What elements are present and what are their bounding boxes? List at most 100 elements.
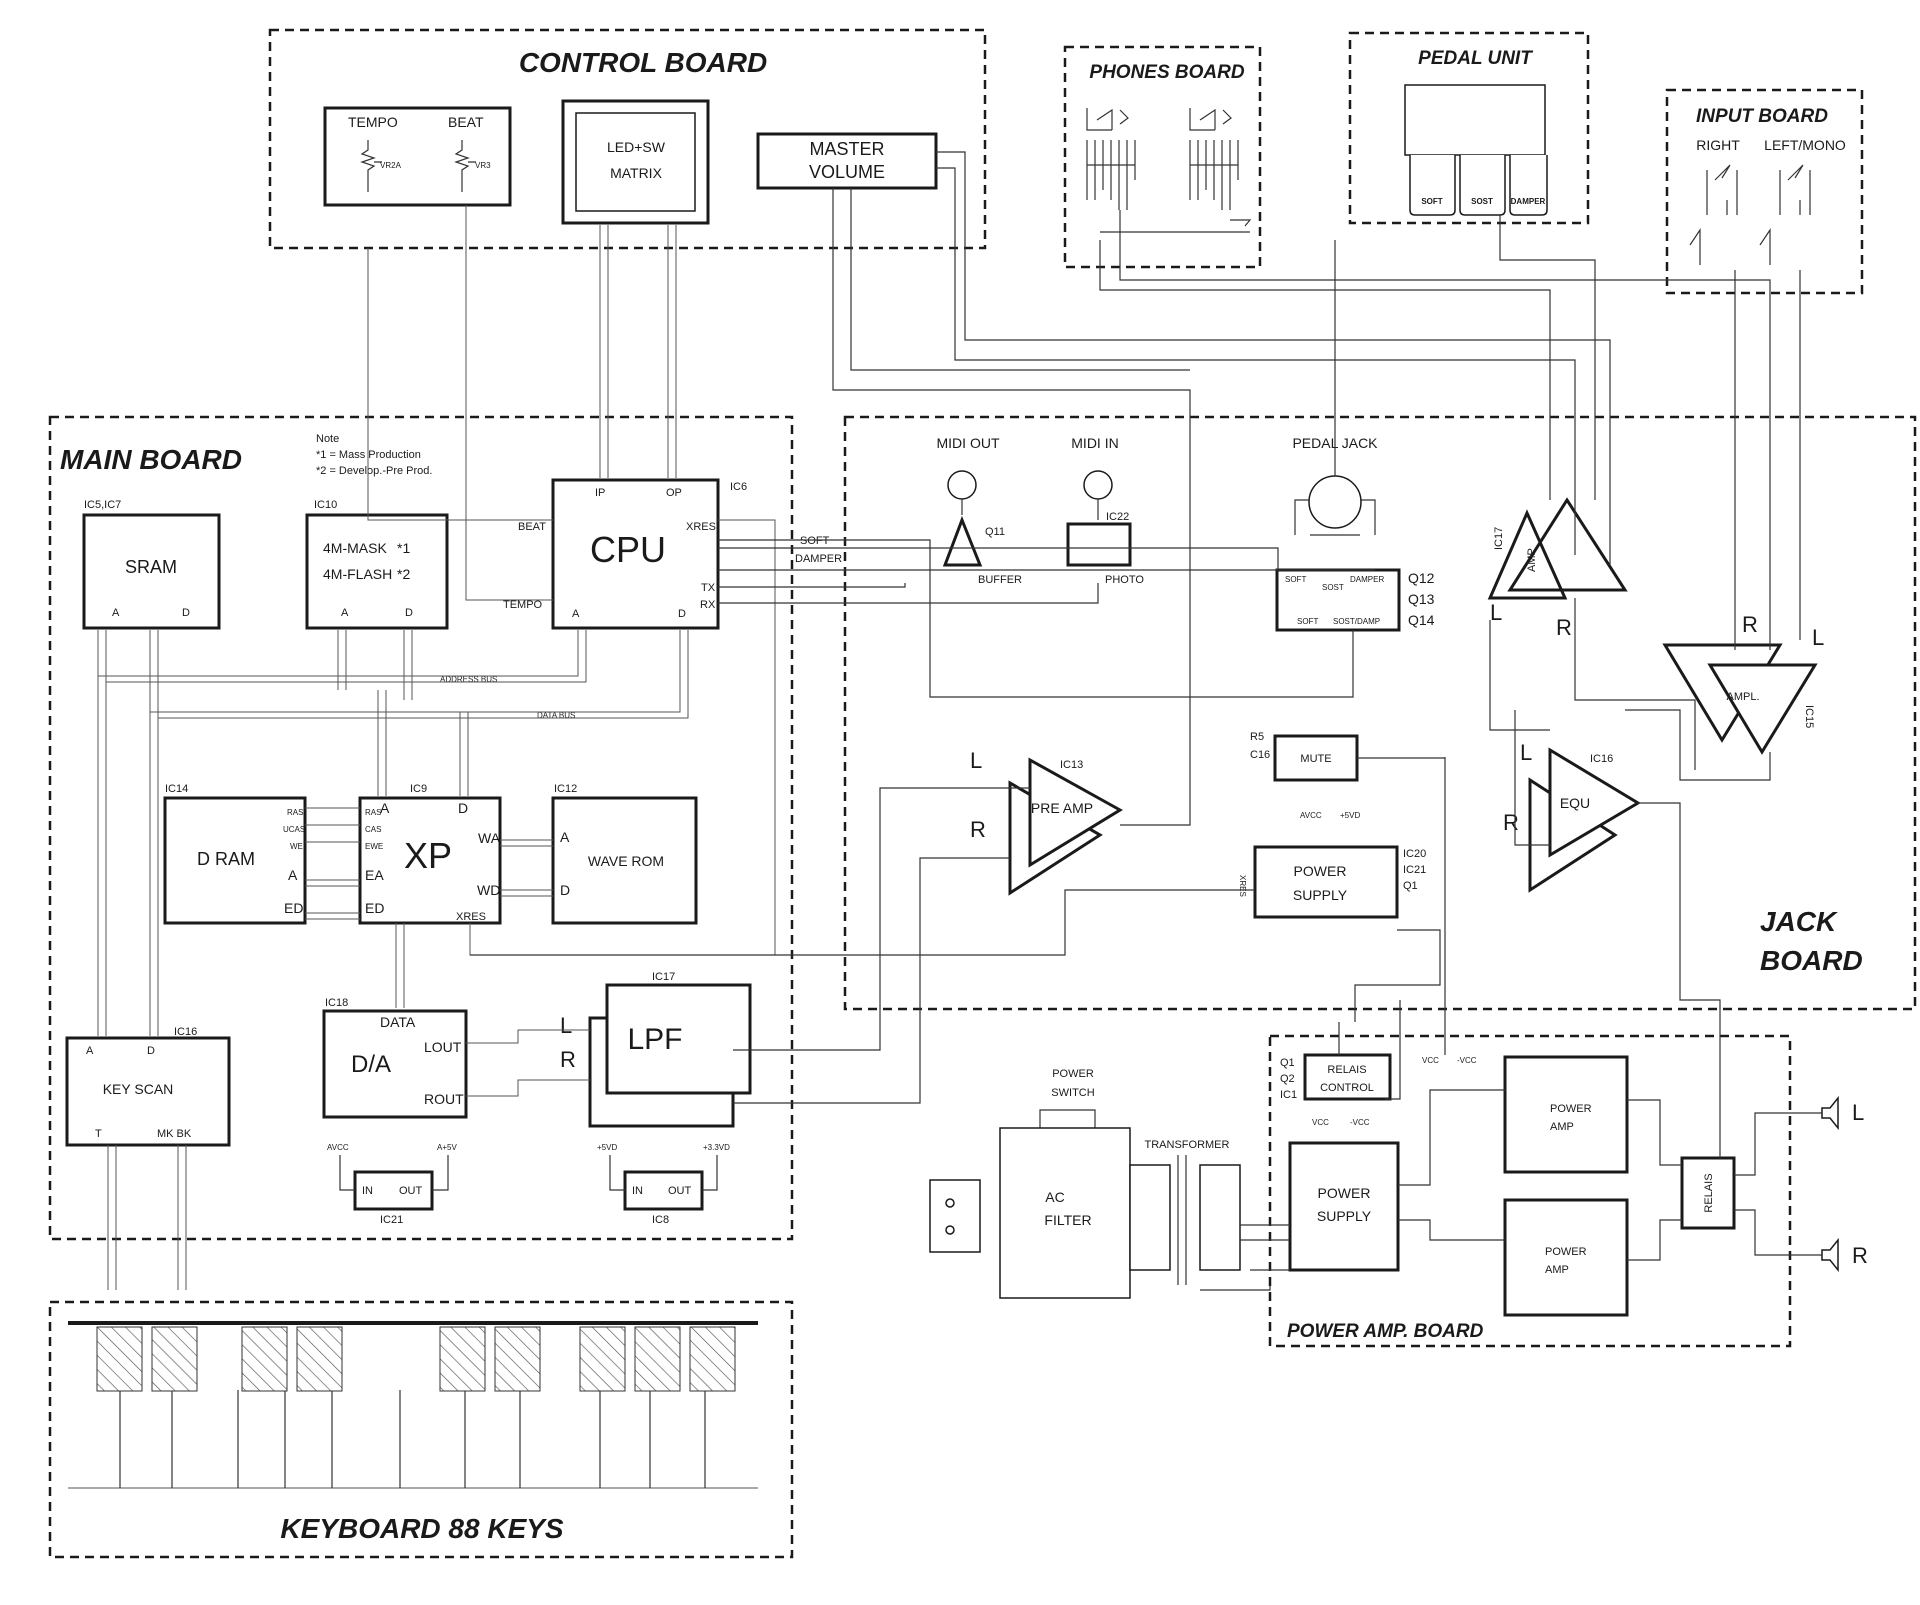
svg-text:EQU: EQU [1560,795,1590,811]
pedal-jack: PEDAL JACK SOFT DAMPER SOST SOFT SOST/DA… [1275,435,1435,632]
equ-ic16: EQU IC16 L R [1503,740,1641,893]
svg-text:R5: R5 [1250,731,1264,743]
speakers: L R [1734,1095,1868,1273]
control-board-title: CONTROL BOARD [519,47,767,78]
jack-board-outline [843,415,1917,1011]
svg-text:IC5,IC7: IC5,IC7 [84,499,121,511]
svg-text:CONTROL: CONTROL [1320,1082,1374,1094]
svg-text:A: A [86,1045,94,1057]
svg-text:WD: WD [477,882,500,898]
amp-ic17: AMP IC17 L R [1487,497,1628,640]
svg-text:L: L [560,1013,572,1038]
mute-block: R5 C16 MUTE [1250,731,1359,782]
svg-text:POWER: POWER [1550,1103,1592,1115]
svg-text:CAS: CAS [365,825,381,834]
input-board-title: INPUT BOARD [1696,106,1828,127]
svg-text:LED+SW: LED+SW [607,139,666,155]
svg-text:SWITCH: SWITCH [1051,1087,1094,1099]
power-amp-board-outline [1268,1034,1792,1348]
svg-text:SRAM: SRAM [125,557,177,577]
pedal-damper-label: DAMPER [1511,197,1546,206]
svg-text:+5VD: +5VD [597,1143,617,1152]
svg-text:A: A [112,607,120,619]
svg-text:R: R [560,1047,576,1072]
svg-text:MUTE: MUTE [1300,753,1331,765]
input-right-label: RIGHT [1696,137,1740,153]
ac-inlet [929,1179,981,1253]
svg-text:TX: TX [701,582,716,594]
keyboard-outline [48,1300,794,1559]
main-board-outline [48,415,794,1241]
jack-power-supply: AVCC +5VD POWER SUPPLY IC20 IC21 Q1 XRES [1238,811,1426,919]
svg-text:XP: XP [404,835,452,876]
svg-text:+5VD: +5VD [1340,811,1360,820]
svg-text:IC8: IC8 [652,1214,669,1226]
da-converter-block: IC18 DATA D/A LOUT ROUT [322,997,468,1119]
svg-text:IC14: IC14 [165,783,188,795]
svg-text:AC: AC [1045,1189,1064,1205]
svg-text:R: R [1556,615,1572,640]
svg-text:CPU: CPU [590,529,666,570]
main-board-title: MAIN BOARD [60,444,242,475]
svg-text:WA: WA [478,830,501,846]
svg-text:Q11: Q11 [985,526,1005,538]
svg-text:MATRIX: MATRIX [610,165,663,181]
svg-text:POWER: POWER [1052,1068,1094,1080]
svg-text:A: A [341,607,349,619]
pedal-unit-outline [1348,31,1590,225]
svg-text:IC16: IC16 [1590,753,1613,765]
transformer: TRANSFORMER [1129,1139,1241,1285]
relais-block: RELAIS [1680,1156,1736,1230]
beat-label: BEAT [448,114,484,130]
cpu-block: IC6 CPU IP OP XRES TX RX BEAT TEMPO A D [503,478,747,630]
svg-text:SUPPLY: SUPPLY [1293,887,1348,903]
sram-block: IC5,IC7 SRAM A D [82,499,221,630]
svg-text:LPF: LPF [627,1023,682,1056]
svg-text:*2: *2 [397,566,410,582]
main-board-wiring [97,205,776,1290]
ac-filter: AC FILTER [999,1127,1131,1299]
svg-text:IC17: IC17 [1493,527,1505,550]
svg-text:MIDI OUT: MIDI OUT [937,435,1000,451]
svg-text:IC21: IC21 [1403,864,1426,876]
address-bus-label: ADDRESS BUS [440,675,497,684]
svg-text:-VCC: -VCC [1350,1118,1370,1127]
svg-text:D: D [678,608,686,620]
svg-text:RELAIS: RELAIS [1703,1173,1715,1212]
svg-text:IN: IN [632,1185,643,1197]
svg-text:OUT: OUT [668,1185,692,1197]
svg-text:XRES: XRES [456,911,486,923]
svg-text:EA: EA [365,867,384,883]
svg-text:AMPL.: AMPL. [1726,691,1759,703]
vr3-label: VR3 [475,161,491,170]
data-bus-label: DATA BUS [537,711,575,720]
svg-text:DATA: DATA [380,1014,416,1030]
svg-text:BUFFER: BUFFER [978,574,1022,586]
svg-text:D: D [560,882,570,898]
mask-flash-block: IC10 4M-MASK *1 4M-FLASH *2 A D [305,499,449,630]
svg-text:POWER: POWER [1545,1246,1587,1258]
svg-text:R: R [1742,612,1758,637]
tempo-beat-pots: TEMPO BEAT VR2A VR3 [323,106,512,207]
tempo-label: TEMPO [348,114,398,130]
svg-text:PHOTO: PHOTO [1105,574,1144,586]
svg-text:Q14: Q14 [1408,612,1435,628]
svg-text:SOST: SOST [1322,583,1344,592]
control-board-outline [268,28,987,250]
svg-text:IC18: IC18 [325,997,348,1009]
svg-text:D RAM: D RAM [197,849,255,869]
power-amp-supply: VCC -VCC POWER SUPPLY [1288,1118,1400,1272]
regulator-ic8: +5VD +3.3VD IN OUT IC8 [597,1143,730,1226]
svg-text:A: A [380,800,390,816]
svg-text:VOLUME: VOLUME [809,162,885,182]
phones-board-outline [1063,45,1262,269]
pre-amp-ic13: PRE AMP IC13 L R [970,748,1123,896]
speaker-l-label: L [1852,1100,1864,1125]
svg-text:WAVE ROM: WAVE ROM [588,853,664,869]
svg-text:4M-MASK: 4M-MASK [323,540,387,556]
svg-text:IC6: IC6 [730,481,747,493]
svg-text:RAS: RAS [287,808,303,817]
svg-text:EWE: EWE [365,842,383,851]
svg-text:ED: ED [365,900,384,916]
